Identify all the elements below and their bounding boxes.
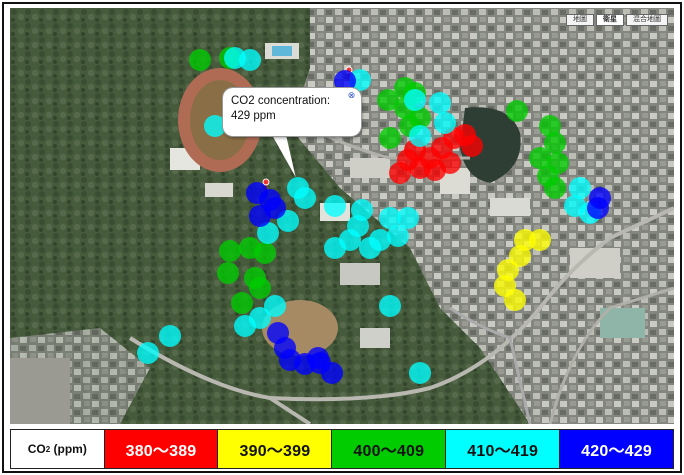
co2-measurement-cyan[interactable]	[379, 295, 401, 317]
close-icon[interactable]: ⊗	[347, 90, 356, 100]
co2-measurement-cyan[interactable]	[239, 49, 261, 71]
map-type-satellite-button[interactable]: 衛星	[596, 14, 624, 26]
co2-measurement-green[interactable]	[379, 127, 401, 149]
co2-measurement-cyan[interactable]	[234, 315, 256, 337]
legend-range-1: 380～389	[104, 430, 219, 468]
co2-measurement-cyan[interactable]	[387, 225, 409, 247]
co2-measurement-green[interactable]	[539, 115, 561, 137]
co2-measurement-cyan[interactable]	[264, 295, 286, 317]
legend-range-4: 410～419	[446, 430, 561, 468]
legend-range-2: 390～399	[218, 430, 333, 468]
co2-measurement-cyan[interactable]	[569, 177, 591, 199]
map-canvas[interactable]	[10, 8, 674, 424]
map-type-map-button[interactable]: 地圖	[566, 14, 594, 26]
co2-measurement-cyan[interactable]	[257, 222, 279, 244]
co2-measurement-red[interactable]	[389, 162, 411, 184]
co2-measurement-yellow[interactable]	[529, 229, 551, 251]
map-type-hybrid-button[interactable]: 混合地圖	[626, 14, 668, 26]
co2-measurement-cyan[interactable]	[324, 237, 346, 259]
co2-measurement-cyan[interactable]	[404, 89, 426, 111]
co2-measurement-green[interactable]	[189, 49, 211, 71]
co2-measurement-cyan[interactable]	[397, 207, 419, 229]
co2-measurement-cyan[interactable]	[429, 92, 451, 114]
co2-measurement-cyan[interactable]	[351, 199, 373, 221]
info-window-label: CO2 concentration:	[231, 95, 331, 107]
co2-measurement-green[interactable]	[249, 277, 271, 299]
co2-measurement-yellow[interactable]	[504, 289, 526, 311]
co2-measurement-green[interactable]	[377, 89, 399, 111]
co2-measurement-cyan[interactable]	[434, 112, 456, 134]
co2-measurement-cyan[interactable]	[204, 115, 226, 137]
co2-measurement-cyan[interactable]	[159, 325, 181, 347]
legend-range-3: 400～409	[332, 430, 447, 468]
co2-measurement-cyan[interactable]	[409, 362, 431, 384]
co2-measurement-blue[interactable]	[334, 70, 356, 92]
co2-measurement-green[interactable]	[544, 177, 566, 199]
satellite-map[interactable]: 地圖 衛星 混合地圖 ⊗ CO2 concentration: 429 ppm	[10, 8, 674, 424]
co2-measurement-red[interactable]	[424, 159, 446, 181]
co2-measurement-blue[interactable]	[307, 347, 329, 369]
co2-measurement-green[interactable]	[544, 132, 566, 154]
co2-measurement-blue[interactable]	[249, 205, 271, 227]
co2-measurement-green[interactable]	[217, 262, 239, 284]
co2-measurement-green[interactable]	[529, 147, 551, 169]
co2-measurement-cyan[interactable]	[379, 207, 401, 229]
co2-measurement-cyan[interactable]	[409, 125, 431, 147]
co2-measurement-blue[interactable]	[321, 362, 343, 384]
co2-measurement-green[interactable]	[219, 240, 241, 262]
co2-measurement-cyan[interactable]	[287, 177, 309, 199]
info-window: ⊗ CO2 concentration: 429 ppm	[223, 88, 361, 136]
info-window-value: 429 ppm	[231, 110, 276, 122]
legend-range-5: 420～429	[560, 430, 674, 468]
co2-measurement-cyan[interactable]	[359, 237, 381, 259]
co2-measurement-green[interactable]	[231, 292, 253, 314]
co2-measurement-green[interactable]	[254, 242, 276, 264]
co2-measurement-cyan[interactable]	[324, 195, 346, 217]
co2-measurement-red[interactable]	[461, 135, 483, 157]
co2-measurement-blue[interactable]	[587, 197, 609, 219]
map-type-controls: 地圖 衛星 混合地圖	[566, 14, 668, 26]
co2-measurement-green[interactable]	[506, 100, 528, 122]
co2-measurement-cyan[interactable]	[137, 342, 159, 364]
